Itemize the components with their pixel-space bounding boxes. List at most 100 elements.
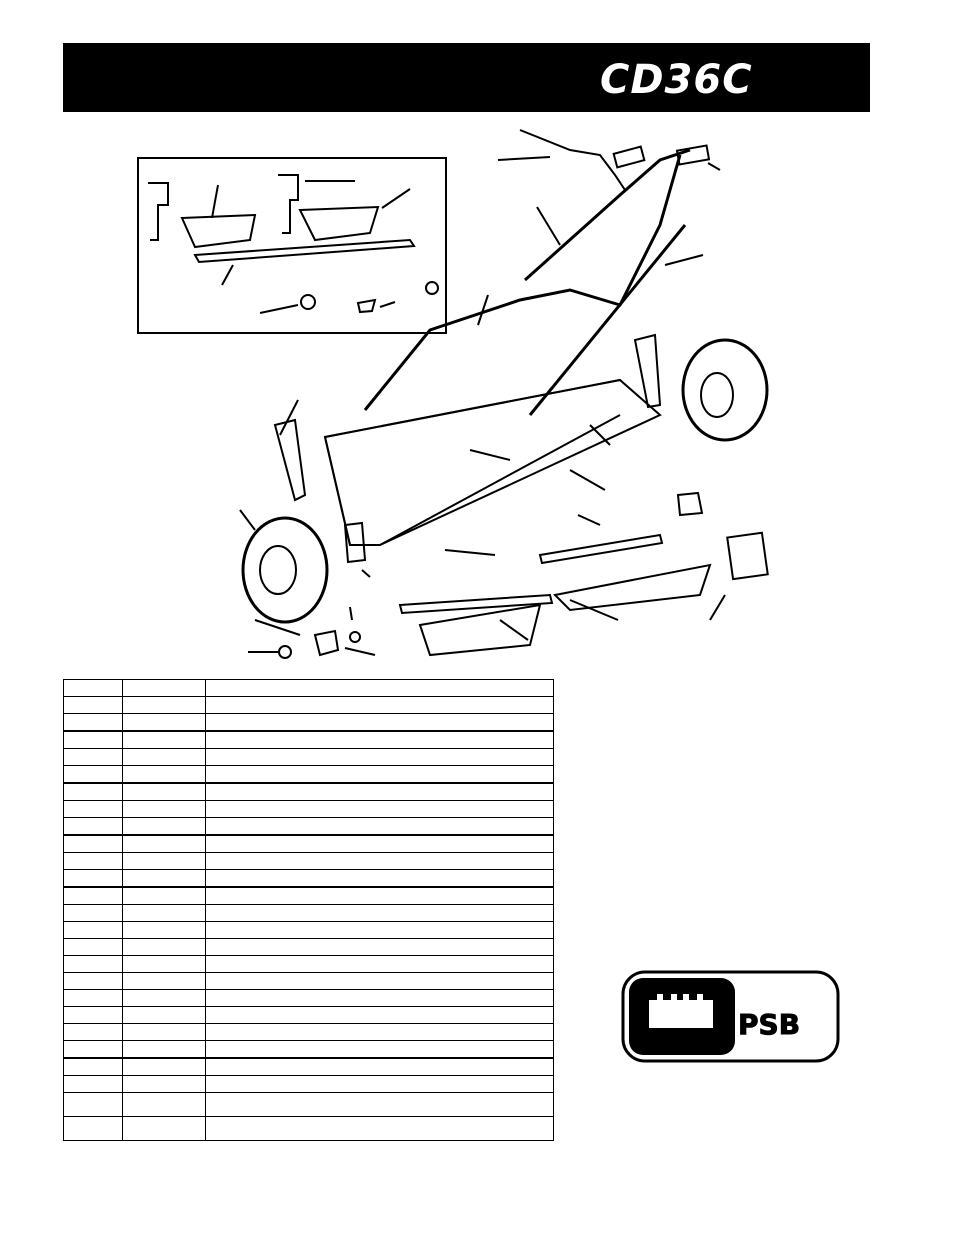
table-row [63,834,554,853]
table-cell [205,886,554,905]
table-cell [205,800,554,818]
deflector-left [418,603,542,657]
table-row [63,1006,554,1024]
table-row [63,817,554,836]
table-cell [63,1075,123,1093]
table-cell [63,869,123,888]
left-wheel [241,516,329,624]
table-cell [122,800,206,818]
agitator-left [398,593,554,615]
handle-grip-left [612,145,646,169]
table-cell [205,938,554,956]
table-cell [63,886,123,905]
table-row [63,1057,554,1076]
inset-bar [193,238,416,264]
table-cell [122,713,206,732]
table-cell [122,817,206,836]
table-cell [122,1040,206,1059]
table-cell [205,1006,554,1024]
inset-box [137,157,447,334]
parts-list-table [63,679,554,1141]
handle-upper [523,148,691,282]
table-row [63,765,554,784]
table-cell [205,817,554,836]
table-cell [122,1006,206,1024]
manual-card [726,531,769,581]
table-cell [63,852,123,870]
table-row [63,800,554,818]
agitator-right [538,533,664,565]
table-cell [63,696,123,714]
table-cell [205,782,554,801]
table-cell [122,696,206,714]
table-cell [122,1075,206,1093]
table-cell [63,1057,123,1076]
table-cell [205,921,554,939]
table-row [63,921,554,939]
exploded-parts-diagram [137,129,769,659]
table-cell [205,1023,554,1041]
table-cell [205,904,554,922]
table-cell [122,904,206,922]
table-cell [63,782,123,801]
table-cell [122,748,206,766]
table-cell [63,955,123,973]
table-cell [63,904,123,922]
table-row [63,1116,554,1141]
table-cell [122,869,206,888]
psb-logo-text: PSB [738,1008,800,1041]
table-cell [205,972,554,990]
table-cell [205,1040,554,1059]
table-row [63,748,554,766]
table-cell [63,1006,123,1024]
table-cell [205,989,554,1007]
inset-knob-left [300,294,316,310]
table-cell [122,834,206,853]
table-cell [63,834,123,853]
table-cell [122,1116,206,1141]
table-cell [205,955,554,973]
table-cell [63,679,123,697]
hopper-top-rim [324,379,621,438]
table-cell [122,852,206,870]
table-row [63,852,554,870]
table-cell [122,765,206,784]
table-cell [63,817,123,836]
table-cell [63,1023,123,1041]
table-row [63,938,554,956]
table-row [63,869,554,888]
table-cell [205,679,554,697]
table-cell [122,1092,206,1117]
table-cell [63,1040,123,1059]
table-cell [205,834,554,853]
header-bar [63,43,870,112]
table-cell [205,869,554,888]
table-cell [122,972,206,990]
table-row [63,989,554,1007]
right-leg [633,333,662,409]
table-row [63,713,554,732]
table-cell [63,730,123,749]
inset-clip [356,298,377,314]
table-cell [122,679,206,697]
table-cell [205,765,554,784]
table-cell [63,748,123,766]
hopper-front [324,414,621,546]
right-wheel [681,338,769,442]
inset-hopper-right [298,205,380,242]
end-bracket-right [676,491,704,517]
psb-logo: PSB [621,970,840,1063]
table-cell [205,696,554,714]
control-lever [519,129,626,191]
table-row [63,782,554,801]
mount-plate [343,521,367,564]
table-cell [205,1057,554,1076]
table-cell [63,921,123,939]
table-cell [63,1092,123,1117]
table-cell [122,730,206,749]
table-cell [63,765,123,784]
table-cell [205,1075,554,1093]
table-row [63,1092,554,1117]
table-row [63,1040,554,1059]
inset-bracket-right [278,174,299,234]
